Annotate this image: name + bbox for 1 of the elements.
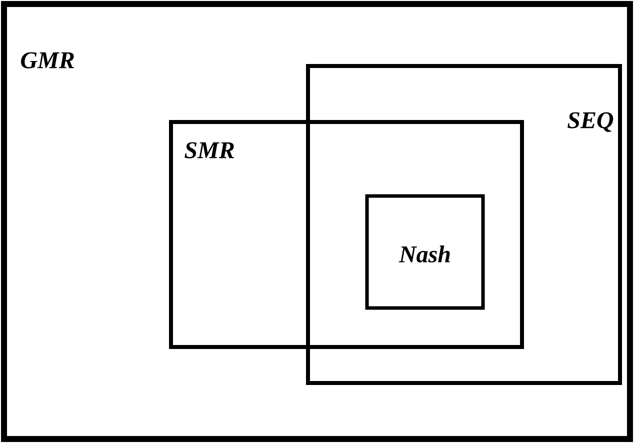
set-box: Nash — [365, 194, 485, 310]
